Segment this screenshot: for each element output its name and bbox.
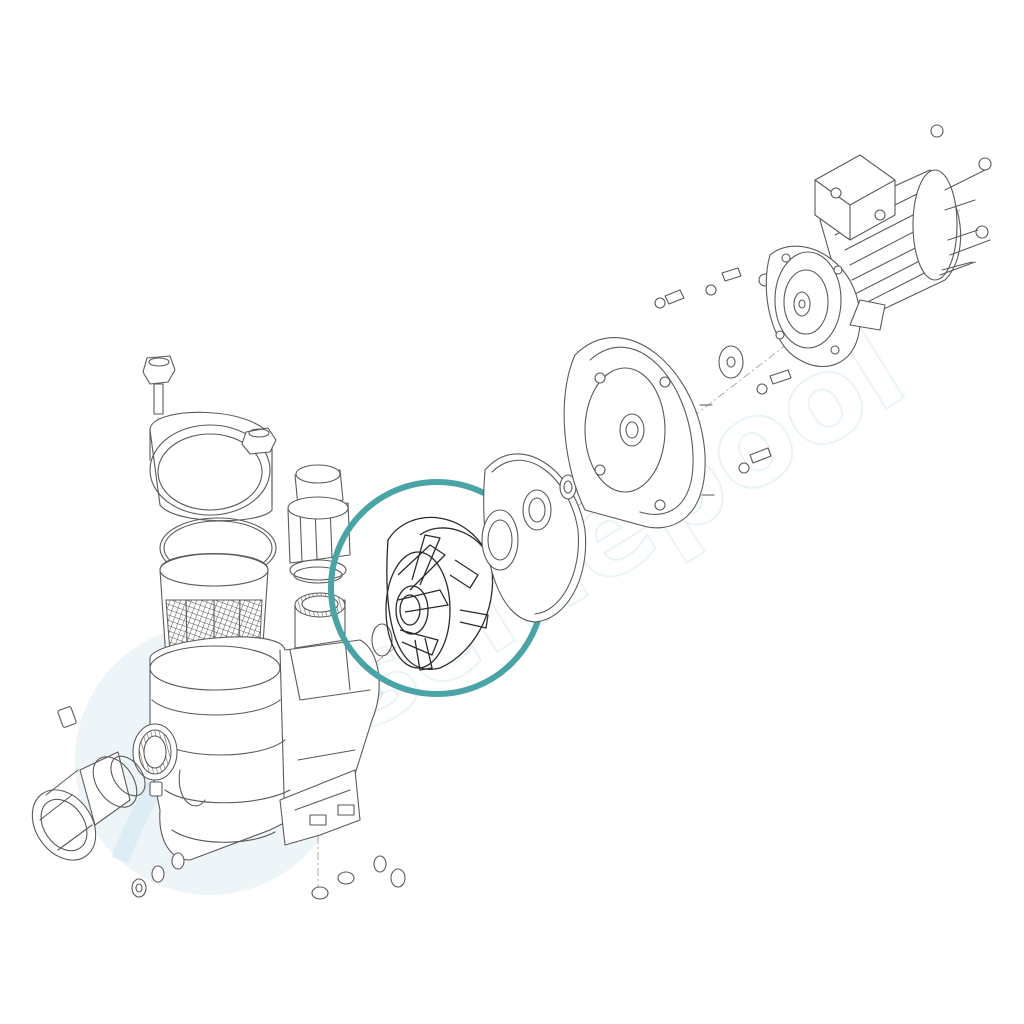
impeller [385,516,494,671]
body-drain-plug [149,781,163,797]
lid-knob-left [142,355,176,415]
seal-plate [563,337,715,529]
drain-plug [57,706,77,728]
diffuser-ring [371,623,393,657]
volute-gasket [481,453,587,623]
suction-union [31,751,146,861]
shaft-washer [718,345,744,379]
adapter-bolts [654,267,792,474]
bottom-hardware [131,852,406,900]
electric-motor [765,154,991,368]
discharge-union [287,464,351,584]
lid-knob-right [241,427,277,455]
strainer-lid-clamp [149,411,273,522]
